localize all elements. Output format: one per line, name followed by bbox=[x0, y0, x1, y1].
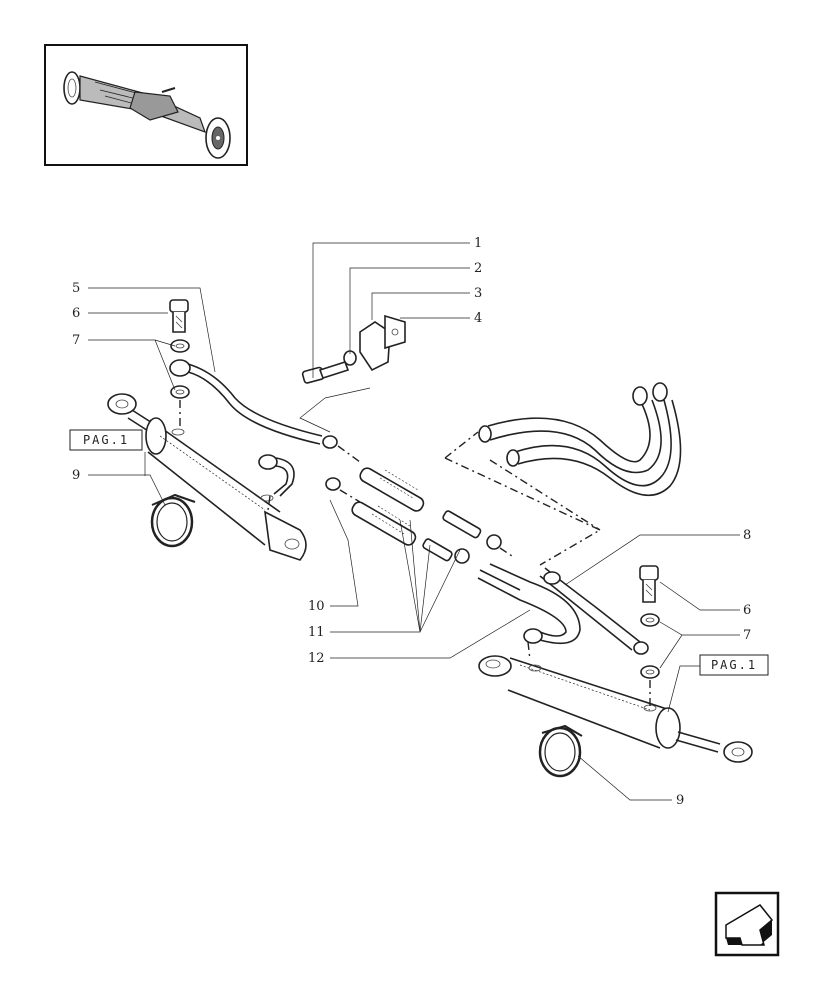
upper-right-hoses bbox=[478, 382, 682, 497]
middle-hoses bbox=[351, 467, 516, 564]
callout-7-right: 7 bbox=[743, 628, 751, 643]
left-screw bbox=[169, 299, 190, 430]
callout-4: 4 bbox=[474, 311, 482, 326]
callout-9-left: 9 bbox=[72, 468, 80, 483]
callout-6-left: 6 bbox=[72, 306, 80, 321]
page-ref-left[interactable]: PAG.1 bbox=[69, 429, 143, 451]
routing-dashes bbox=[444, 431, 602, 566]
callout-3: 3 bbox=[474, 286, 482, 301]
callout-numbers: 1 2 3 4 5 6 7 9 8 6 7 9 10 11 12 bbox=[72, 236, 751, 808]
callout-6-right: 6 bbox=[743, 603, 751, 618]
callout-11: 11 bbox=[308, 625, 325, 640]
callout-5: 5 bbox=[72, 281, 80, 296]
page-ref-right[interactable]: PAG.1 bbox=[699, 654, 769, 676]
right-screw bbox=[639, 565, 660, 706]
page-ref-left-label: PAG.1 bbox=[83, 433, 129, 447]
left-steering-cylinder bbox=[107, 393, 307, 561]
right-hose-clamp bbox=[538, 724, 583, 778]
callout-12: 12 bbox=[308, 651, 325, 666]
right-pipes bbox=[477, 563, 649, 661]
bracket-assembly bbox=[301, 314, 406, 384]
callout-8: 8 bbox=[743, 528, 751, 543]
flexible-pipe-10 bbox=[258, 454, 361, 511]
callout-9-right: 9 bbox=[676, 793, 684, 808]
leader-lines bbox=[88, 242, 740, 801]
page-ref-right-label: PAG.1 bbox=[711, 658, 757, 672]
callout-2: 2 bbox=[474, 261, 482, 276]
back-arrow-icon[interactable] bbox=[714, 891, 780, 957]
callout-10: 10 bbox=[308, 599, 325, 614]
left-rigid-pipe bbox=[169, 359, 361, 463]
callout-1: 1 bbox=[474, 236, 482, 251]
callout-7-left: 7 bbox=[72, 333, 80, 348]
front-axle-thumbnail-icon[interactable] bbox=[44, 44, 248, 166]
left-hose-clamp bbox=[150, 493, 196, 548]
right-steering-cylinder bbox=[478, 655, 753, 763]
